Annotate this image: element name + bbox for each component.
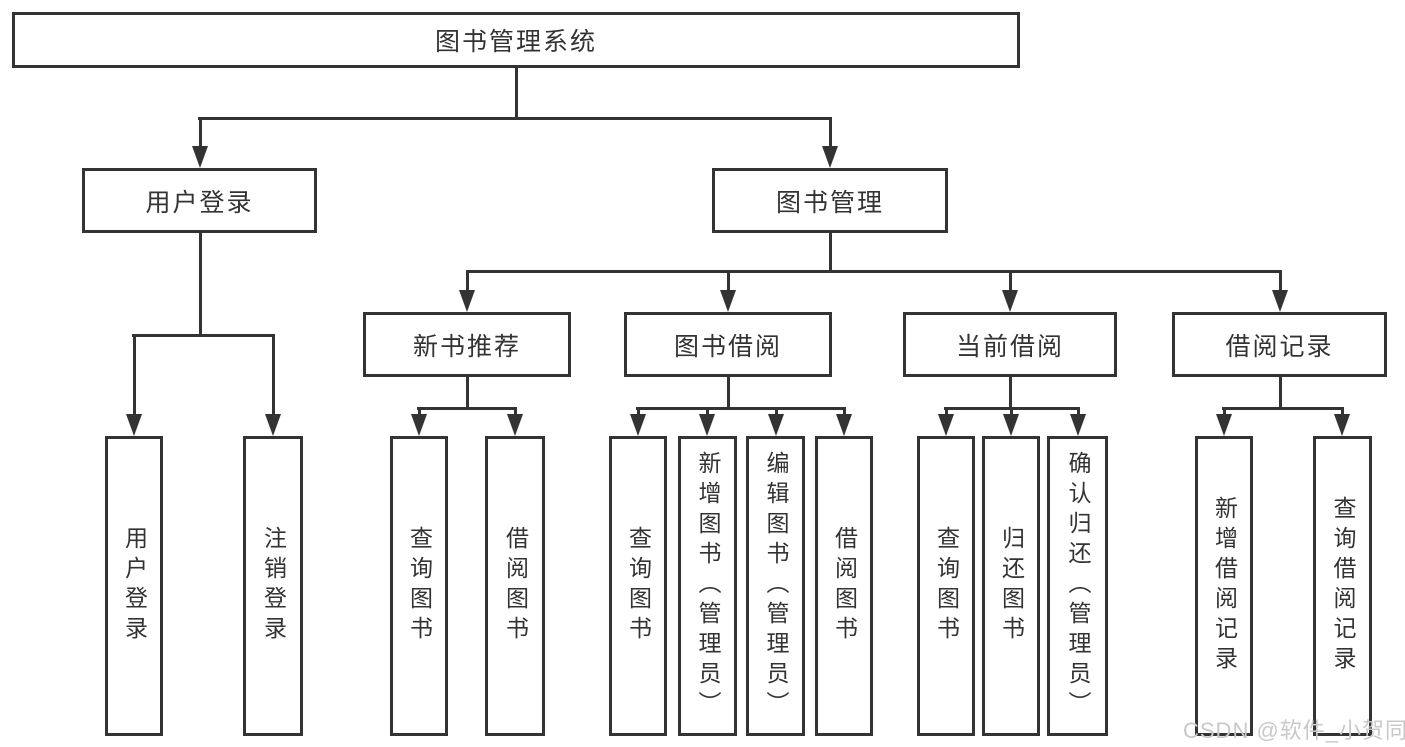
leaf-user-login: 用户登录 bbox=[105, 436, 163, 736]
connector-vline bbox=[706, 407, 709, 416]
connector-vline bbox=[775, 407, 778, 416]
connector-arrow bbox=[768, 414, 784, 436]
node-book-borrow: 图书借阅 bbox=[624, 312, 832, 377]
leaf-br-add-record: 新增借阅记录 bbox=[1195, 436, 1253, 736]
connector-arrow bbox=[126, 414, 142, 436]
connector-arrow bbox=[1272, 290, 1288, 312]
connector-vline bbox=[515, 68, 518, 119]
connector-arrow bbox=[459, 290, 475, 312]
connector-vline bbox=[1077, 407, 1080, 416]
node-borrow-records-label: 借阅记录 bbox=[1225, 332, 1334, 361]
leaf-cb-return-book: 归还图书 bbox=[982, 436, 1040, 736]
connector-hline bbox=[1222, 407, 1343, 410]
watermark-text: CSDN @软件_小贺同学 bbox=[1183, 718, 1405, 743]
leaf-logout-label: 注销登录 bbox=[260, 526, 287, 646]
leaf-bb-query-book-label: 查询图书 bbox=[625, 526, 652, 646]
node-user-login: 用户登录 bbox=[82, 168, 317, 233]
connector-arrow bbox=[192, 146, 208, 168]
connector-hline bbox=[417, 407, 516, 410]
leaf-br-query-record-label: 查询借阅记录 bbox=[1330, 496, 1356, 676]
leaf-bb-add-book: 新增图书（管理员） bbox=[678, 436, 737, 736]
connector-arrow bbox=[822, 146, 838, 168]
leaf-nbr-borrow-book: 借阅图书 bbox=[485, 436, 545, 736]
connector-vline bbox=[829, 117, 832, 149]
node-new-book-rec-label: 新书推荐 bbox=[412, 332, 521, 361]
connector-arrow bbox=[1216, 414, 1232, 436]
connector-arrow bbox=[1070, 414, 1086, 436]
leaf-cb-query-book: 查询图书 bbox=[917, 436, 975, 736]
leaf-br-add-record-label: 新增借阅记录 bbox=[1211, 496, 1238, 676]
leaf-nbr-query-book-label: 查询图书 bbox=[406, 526, 433, 646]
connector-vline bbox=[418, 407, 421, 416]
connector-vline bbox=[829, 233, 832, 272]
connector-arrow bbox=[265, 414, 281, 436]
connector-vline bbox=[466, 270, 469, 292]
connector-arrow bbox=[1334, 414, 1350, 436]
leaf-bb-add-book-label: 新增图书（管理员） bbox=[695, 451, 721, 721]
connector-arrow bbox=[720, 290, 736, 312]
connector-vline bbox=[272, 334, 275, 416]
node-book-mgmt: 图书管理 bbox=[712, 168, 948, 233]
connector-arrow bbox=[699, 414, 715, 436]
connector-vline bbox=[514, 407, 517, 416]
connector-vline bbox=[1009, 377, 1012, 409]
connector-vline bbox=[199, 117, 202, 149]
node-book-mgmt-label: 图书管理 bbox=[775, 188, 884, 217]
connector-vline bbox=[1009, 270, 1012, 292]
node-book-borrow-label: 图书借阅 bbox=[673, 332, 782, 361]
node-borrow-records: 借阅记录 bbox=[1172, 312, 1387, 377]
connector-arrow bbox=[1003, 414, 1019, 436]
leaf-cb-confirm-return: 确认归还（管理员） bbox=[1047, 436, 1108, 736]
connector-vline bbox=[199, 233, 202, 336]
node-new-book-rec: 新书推荐 bbox=[363, 312, 571, 377]
leaf-logout: 注销登录 bbox=[243, 436, 303, 736]
connector-vline bbox=[1010, 407, 1013, 416]
connector-hline bbox=[198, 117, 832, 120]
leaf-bb-borrow-book: 借阅图书 bbox=[815, 436, 873, 736]
connector-arrow bbox=[1002, 290, 1018, 312]
connector-vline bbox=[466, 377, 469, 409]
connector-arrow bbox=[411, 414, 427, 436]
connector-vline bbox=[1279, 270, 1282, 292]
connector-vline bbox=[1223, 407, 1226, 416]
connector-vline bbox=[945, 407, 948, 416]
connector-vline bbox=[727, 377, 730, 409]
node-root: 图书管理系统 bbox=[12, 12, 1020, 68]
connector-vline bbox=[1279, 377, 1282, 409]
leaf-cb-return-book-label: 归还图书 bbox=[998, 526, 1025, 646]
connector-hline bbox=[636, 407, 845, 410]
node-user-login-label: 用户登录 bbox=[145, 188, 254, 217]
leaf-user-login-label: 用户登录 bbox=[121, 526, 148, 646]
leaf-nbr-query-book: 查询图书 bbox=[390, 436, 448, 736]
node-current-borrow-label: 当前借阅 bbox=[955, 332, 1064, 361]
connector-hline bbox=[132, 334, 274, 337]
connector-arrow bbox=[938, 414, 954, 436]
connector-arrow bbox=[836, 414, 852, 436]
leaf-bb-edit-book: 编辑图书（管理员） bbox=[746, 436, 805, 736]
leaf-bb-query-book: 查询图书 bbox=[609, 436, 667, 736]
connector-arrow bbox=[507, 414, 523, 436]
node-current-borrow: 当前借阅 bbox=[903, 312, 1117, 377]
connector-vline bbox=[133, 334, 136, 416]
leaf-nbr-borrow-book-label: 借阅图书 bbox=[502, 526, 529, 646]
connector-vline bbox=[1341, 407, 1344, 416]
connector-hline bbox=[466, 270, 1281, 273]
connector-vline bbox=[727, 270, 730, 292]
connector-vline bbox=[637, 407, 640, 416]
connector-vline bbox=[843, 407, 846, 416]
leaf-bb-borrow-book-label: 借阅图书 bbox=[831, 526, 858, 646]
node-root-label: 图书管理系统 bbox=[434, 28, 597, 56]
leaf-bb-edit-book-label: 编辑图书（管理员） bbox=[763, 451, 789, 721]
connector-arrow bbox=[630, 414, 646, 436]
leaf-br-query-record: 查询借阅记录 bbox=[1313, 436, 1372, 736]
leaf-cb-query-book-label: 查询图书 bbox=[933, 526, 960, 646]
leaf-cb-confirm-return-label: 确认归还（管理员） bbox=[1065, 451, 1091, 721]
